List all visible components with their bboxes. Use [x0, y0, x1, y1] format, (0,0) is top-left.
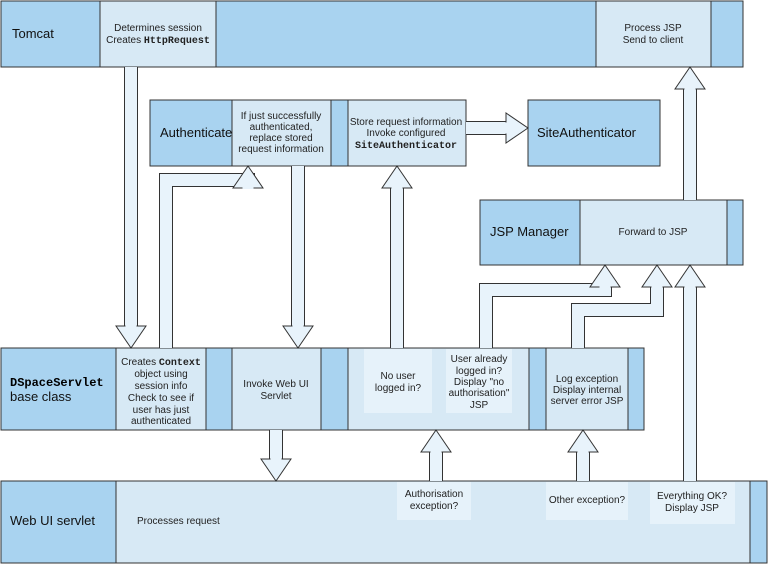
ds-already-l5: JSP — [470, 400, 489, 411]
flow-arrow — [674, 264, 706, 481]
tomcat-label: Tomcat — [12, 26, 54, 41]
arrow-head — [641, 264, 673, 288]
ds-log-l1: Log exception — [556, 374, 618, 385]
ds-already-l4: authorisation" — [449, 388, 510, 399]
flow-arrow — [115, 67, 147, 349]
auth-step1-l1: If just successfully — [241, 111, 322, 122]
web-auth-exc-l2: exception? — [410, 501, 459, 512]
tomcat-step2: Process JSP — [624, 23, 682, 34]
arrow-head — [381, 165, 413, 189]
ds-nouser-l1: No user — [380, 371, 416, 382]
arrow-shaft — [159, 173, 255, 348]
flow-arrow — [159, 165, 264, 348]
ds-step1-l4: user has just — [133, 405, 190, 416]
ds-step1-l3: Check to see if — [128, 393, 194, 404]
ds-step2-l2: Servlet — [260, 391, 291, 402]
arrow-shaft — [480, 284, 611, 348]
auth-step1-l3: replace stored — [249, 133, 312, 144]
ds-log-l2: Display internal — [553, 385, 621, 396]
tomcat-step2-line2: Send to client — [623, 35, 684, 46]
ds-step1-l5: authenticated — [131, 416, 191, 427]
arrow-head — [674, 66, 706, 90]
ds-nouser-l2: logged in? — [375, 383, 422, 394]
ds-already-l2: logged in? — [456, 366, 503, 377]
arrow-head — [674, 264, 706, 288]
authenticate-label: Authenticate — [160, 125, 232, 140]
ds-already-l3: Display "no — [454, 377, 505, 388]
dspace-servlet-label: DSpaceServlet — [10, 376, 104, 390]
arrow-head — [260, 458, 292, 482]
web-ui-label: Web UI servlet — [10, 513, 95, 528]
arrow-head — [505, 112, 529, 144]
auth-step2-l2: Invoke configured — [367, 128, 446, 139]
flow-arrow — [674, 66, 706, 200]
ds-already-l1: User already — [451, 354, 508, 365]
tomcat-layer: Tomcat Determines session Creates HttpRe… — [0, 0, 744, 68]
web-other-exc: Other exception? — [549, 495, 626, 506]
arrow-shaft — [479, 283, 612, 348]
flow-arrow — [420, 429, 452, 481]
tomcat-step1-line2: Creates HttpRequest — [106, 35, 210, 47]
tomcat-step1: Determines session — [114, 23, 202, 34]
arrow-head — [567, 429, 599, 453]
auth-step2-l1: Store request information — [350, 117, 462, 128]
ds-step2-l1: Invoke Web UI — [243, 379, 308, 390]
auth-step2-code: SiteAuthenticator — [355, 140, 457, 152]
jsp-manager-layer: JSP Manager Forward to JSP — [479, 199, 744, 266]
jsp-manager-step: Forward to JSP — [619, 227, 688, 238]
auth-step1-l2: authenticated, — [250, 122, 313, 133]
jsp-manager-label: JSP Manager — [490, 224, 569, 239]
dspace-servlet-layer: DSpaceServlet base class Creates Context… — [0, 347, 645, 431]
ds-step1-l1: object using — [134, 369, 187, 380]
web-ok-l2: Display JSP — [665, 503, 719, 514]
web-auth-exc-l1: Authorisation — [405, 489, 463, 500]
web-ui-servlet-layer: Web UI servlet Processes request Authori… — [0, 480, 768, 564]
arrow-head — [282, 325, 314, 349]
flow-arrow — [381, 165, 413, 348]
flow-arrow — [479, 264, 621, 348]
flow-arrow — [567, 429, 599, 481]
site-authenticator-label: SiteAuthenticator — [537, 125, 637, 140]
arrow-shaft — [160, 174, 254, 348]
arrow-head — [420, 429, 452, 453]
web-ui-step: Processes request — [137, 516, 220, 527]
arrow-shaft — [572, 287, 663, 348]
ds-step1-l2: session info — [135, 381, 188, 392]
auth-step1-l4: request information — [238, 144, 324, 155]
site-authenticator-box: SiteAuthenticator — [527, 99, 661, 167]
flow-arrow — [571, 264, 673, 348]
flow-arrow — [466, 112, 529, 144]
arrow-head — [589, 264, 621, 288]
web-ok-l1: Everything OK? — [657, 491, 727, 502]
ds-step1-l0: Creates Context — [121, 357, 201, 369]
arrow-head — [115, 325, 147, 349]
ds-log-l3: server error JSP — [551, 396, 624, 407]
dspace-servlet-label-l2: base class — [10, 389, 72, 404]
authenticate-layer: Authenticate If just successfully authen… — [149, 99, 467, 167]
flow-arrow — [282, 166, 314, 349]
flow-arrow — [260, 430, 292, 482]
